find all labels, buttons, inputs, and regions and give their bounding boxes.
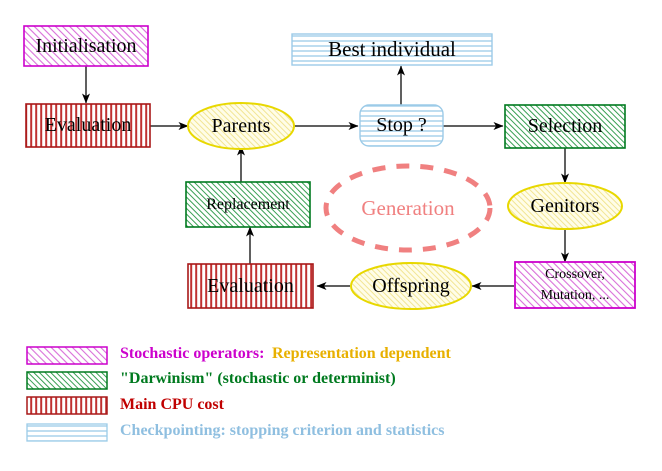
legend-swatch-darwinism — [26, 371, 108, 390]
node-crossover-mutation — [514, 261, 636, 309]
legend-label-checkpointing: Checkpointing: stopping criterion and st… — [120, 422, 445, 439]
legend-swatch-main-cpu-cost — [26, 396, 108, 415]
legend-swatch-stochastic-operators — [26, 346, 108, 365]
node-generation — [323, 163, 493, 253]
connectors — [82, 65, 569, 290]
node-replacement — [185, 181, 311, 228]
node-selection — [504, 104, 626, 149]
legend-label-representation-dependent: Representation dependent — [272, 345, 451, 362]
node-stop — [359, 104, 444, 147]
node-initialisation — [23, 25, 149, 67]
legend-label-stochastic-operators: Stochastic operators: — [120, 345, 265, 362]
node-best-individual — [291, 33, 493, 66]
legend-swatch-checkpointing — [26, 423, 108, 442]
node-evaluation-top — [25, 103, 151, 148]
legend-label-darwinism: "Darwinism" (stochastic or determinist) — [120, 370, 396, 387]
node-evaluation-bottom — [187, 263, 314, 309]
node-parents — [187, 102, 295, 150]
legend-label-main-cpu-cost: Main CPU cost — [120, 396, 224, 413]
node-genitors — [507, 182, 623, 230]
node-offspring — [350, 262, 472, 310]
